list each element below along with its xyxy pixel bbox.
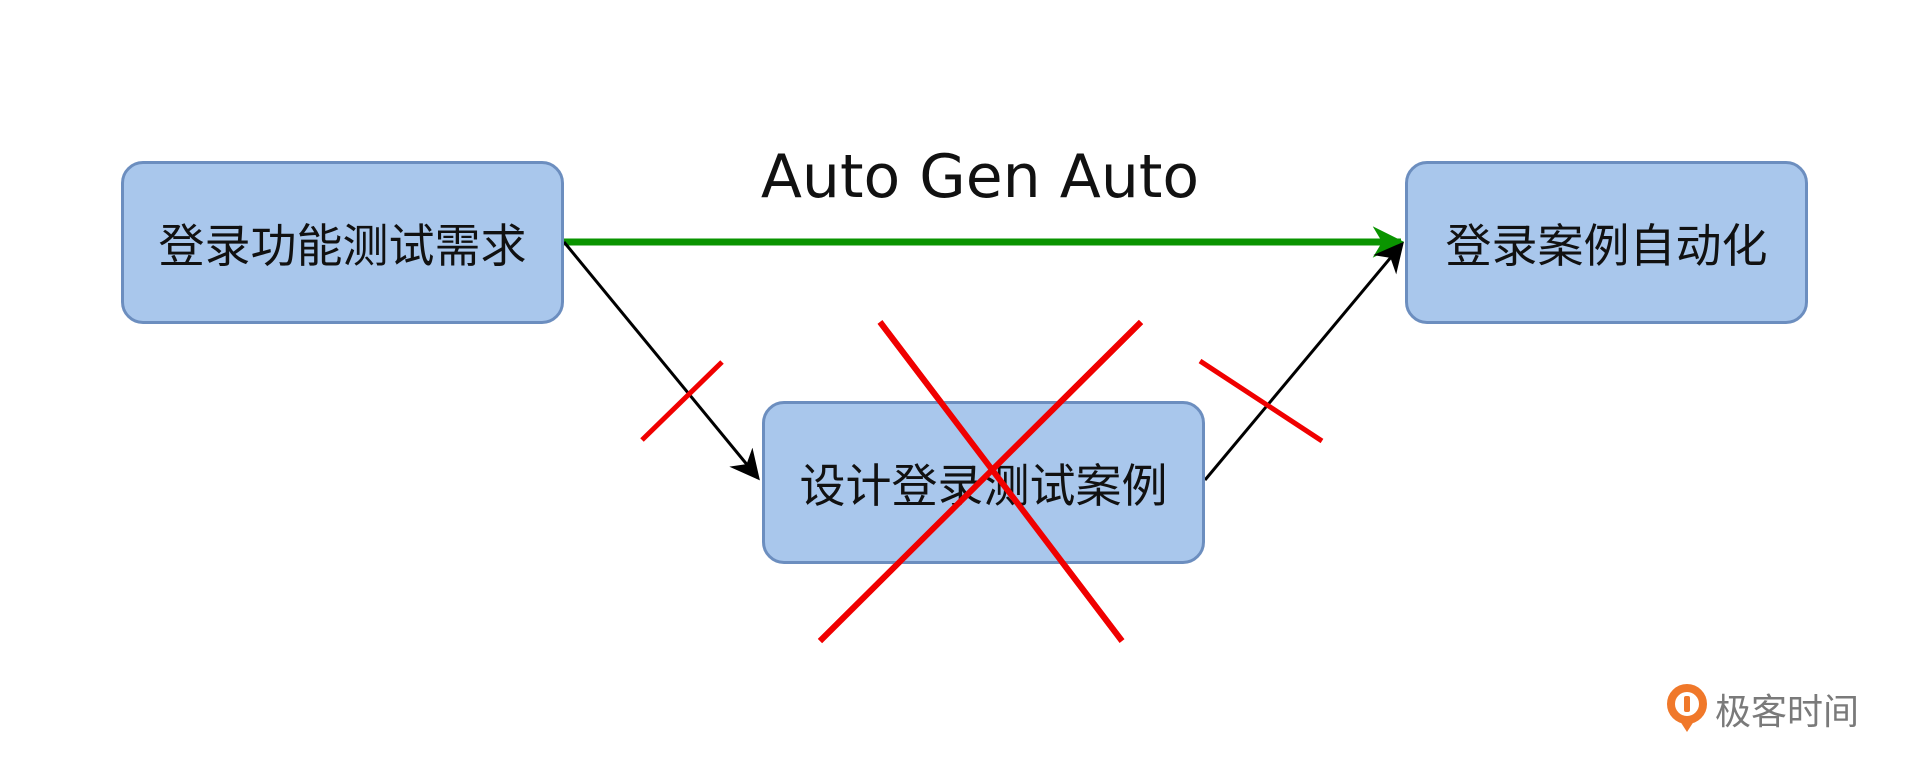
direct-arrow-label: Auto Gen Auto	[760, 142, 1200, 212]
node-test-case-design: 设计登录测试案例	[762, 401, 1205, 564]
node-test-case-design-label: 设计登录测试案例	[799, 458, 1168, 513]
arrow-test-case-to-automation	[1203, 241, 1404, 481]
node-requirement: 登录功能测试需求	[121, 161, 564, 324]
brand-logo: 极客时间	[1665, 684, 1859, 734]
arrow-requirement-to-test-case	[562, 241, 760, 481]
geektime-logo-icon	[1667, 684, 1707, 732]
brand-name: 极客时间	[1715, 692, 1860, 733]
node-automation: 登录案例自动化	[1405, 161, 1808, 324]
strike-mark-left	[640, 360, 724, 442]
strike-mark-right	[1198, 358, 1324, 444]
node-requirement-label: 登录功能测试需求	[158, 218, 527, 273]
node-automation-label: 登录案例自动化	[1445, 218, 1768, 273]
